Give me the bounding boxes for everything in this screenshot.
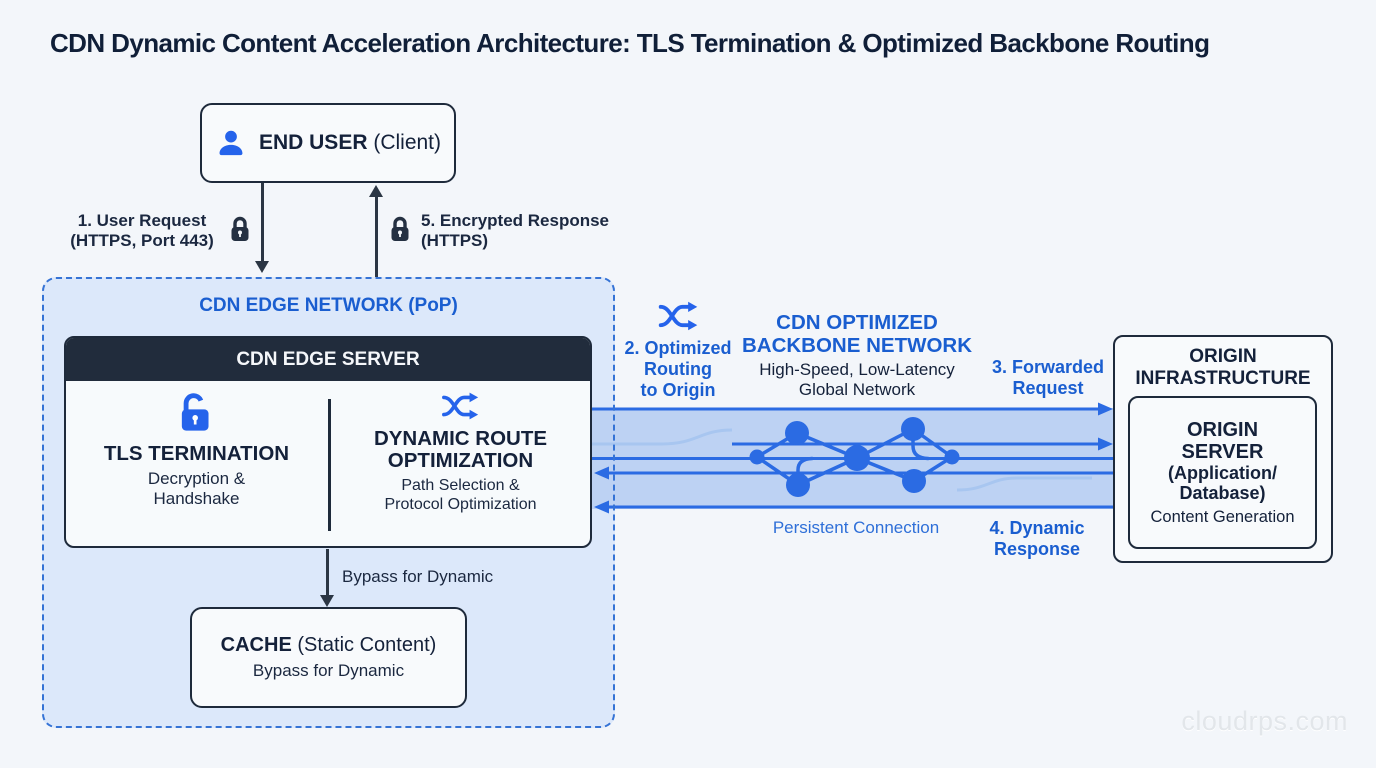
step3-line2: Request xyxy=(1012,378,1084,398)
backbone-title: CDN OPTIMIZED BACKBONE NETWORK xyxy=(741,311,973,357)
backbone-band xyxy=(592,402,1115,514)
edge-network-boundary xyxy=(42,277,615,728)
step5-line2: (HTTPS) xyxy=(421,231,489,250)
bypass-arrow-line xyxy=(326,549,329,597)
cache-box: CACHE (Static Content) Bypass for Dynami… xyxy=(190,607,467,708)
bypass-arrow-label: Bypass for Dynamic xyxy=(342,567,494,586)
origin-server-subtitle: Content Generation xyxy=(1150,507,1295,526)
persistent-connection-label: Persistent Connection xyxy=(772,518,940,537)
edge-server-body: TLS TERMINATION Decryption & Handshake D… xyxy=(66,381,590,545)
mesh-nodes xyxy=(749,417,960,497)
request-arrow-line xyxy=(261,183,264,261)
backbone-subtitle-line2: Global Network xyxy=(798,379,916,399)
step1-line1: 1. User Request xyxy=(77,211,207,230)
end-user-qualifier: (Client) xyxy=(367,131,442,154)
origin-infrastructure-title: ORIGIN INFRASTRUCTURE xyxy=(1115,346,1331,389)
step2-line3: to Origin xyxy=(640,380,716,400)
origin-title-line2: INFRASTRUCTURE xyxy=(1135,367,1311,389)
request-arrowhead-icon xyxy=(255,261,269,273)
origin-server-box: ORIGIN SERVER (Application/ Database) Co… xyxy=(1128,396,1317,549)
shuffle-icon xyxy=(441,392,478,420)
step1-line2: (HTTPS, Port 443) xyxy=(70,231,214,250)
lock-icon xyxy=(231,216,249,241)
origin-server-qualifier-line1: (Application/ xyxy=(1168,462,1277,483)
cache-qualifier: (Static Content) xyxy=(291,634,437,656)
column-divider xyxy=(328,399,331,531)
tls-title: TLS TERMINATION xyxy=(103,442,290,465)
step2-label: 2. Optimized Routing to Origin xyxy=(612,338,744,401)
origin-infrastructure-box: ORIGIN INFRASTRUCTURE ORIGIN SERVER (App… xyxy=(1113,335,1333,563)
end-user-box: END USER (Client) xyxy=(200,103,456,183)
backbone-title-line1: CDN OPTIMIZED xyxy=(776,311,938,334)
step5-label: 5. Encrypted Response (HTTPS) xyxy=(421,211,631,251)
cache-name: CACHE xyxy=(220,634,292,656)
backbone-title-line2: BACKBONE NETWORK xyxy=(741,333,973,357)
step4-line1: 4. Dynamic xyxy=(989,518,1085,538)
lock-icon xyxy=(391,216,409,241)
origin-server-line1: ORIGIN xyxy=(1186,418,1259,441)
route-title-line1: DYNAMIC ROUTE xyxy=(373,427,548,450)
page-title: CDN Dynamic Content Acceleration Archite… xyxy=(50,28,1210,58)
edge-server-header: CDN EDGE SERVER xyxy=(66,338,590,381)
route-subtitle: Path Selection & Protocol Optimization xyxy=(338,476,583,514)
edge-network-title: CDN EDGE NETWORK (PoP) xyxy=(199,295,458,316)
tls-termination-section: TLS TERMINATION Decryption & Handshake xyxy=(74,393,319,509)
backbone-subtitle: High-Speed, Low-Latency Global Network xyxy=(741,360,973,399)
cache-title: CACHE (Static Content) xyxy=(221,634,437,657)
end-user-name: END USER xyxy=(258,131,368,154)
step3-label: 3. Forwarded Request xyxy=(983,357,1113,399)
response-arrow-line xyxy=(375,197,378,277)
watermark: cloudrps.com xyxy=(1181,706,1348,736)
step5-line1: 5. Encrypted Response xyxy=(421,211,610,230)
shuffle-icon xyxy=(658,301,698,331)
route-title: DYNAMIC ROUTE OPTIMIZATION xyxy=(338,428,583,472)
step2-line1: 2. Optimized xyxy=(624,338,732,358)
response-arrowhead-icon xyxy=(369,185,383,197)
origin-server-line2: SERVER xyxy=(1181,440,1264,463)
step3-line1: 3. Forwarded xyxy=(991,357,1105,377)
end-user-label: END USER (Client) xyxy=(259,131,441,155)
step4-label: 4. Dynamic Response xyxy=(975,518,1099,560)
step1-label: 1. User Request (HTTPS, Port 443) xyxy=(58,211,226,251)
step2-line2: Routing xyxy=(644,359,712,379)
bypass-arrowhead-icon xyxy=(320,595,334,607)
unlock-icon xyxy=(181,393,209,431)
origin-title-line1: ORIGIN xyxy=(1189,346,1257,367)
user-icon xyxy=(219,130,243,156)
cache-subtitle: Bypass for Dynamic xyxy=(252,661,405,680)
route-subtitle-line1: Path Selection & xyxy=(401,477,520,494)
origin-server-qualifier-line2: Database) xyxy=(1179,482,1266,503)
backbone-subtitle-line1: High-Speed, Low-Latency xyxy=(759,360,955,379)
route-optimization-section: DYNAMIC ROUTE OPTIMIZATION Path Selectio… xyxy=(338,391,583,514)
route-subtitle-line2: Protocol Optimization xyxy=(384,496,537,513)
tls-subtitle-line2: Handshake xyxy=(153,489,240,508)
tls-subtitle-line1: Decryption & xyxy=(147,469,246,488)
route-title-line2: OPTIMIZATION xyxy=(387,449,534,472)
tls-subtitle: Decryption & Handshake xyxy=(74,469,319,509)
step4-line2: Response xyxy=(993,539,1081,559)
edge-server-box: CDN EDGE SERVER TLS TERMINATION Decrypti… xyxy=(64,336,592,548)
